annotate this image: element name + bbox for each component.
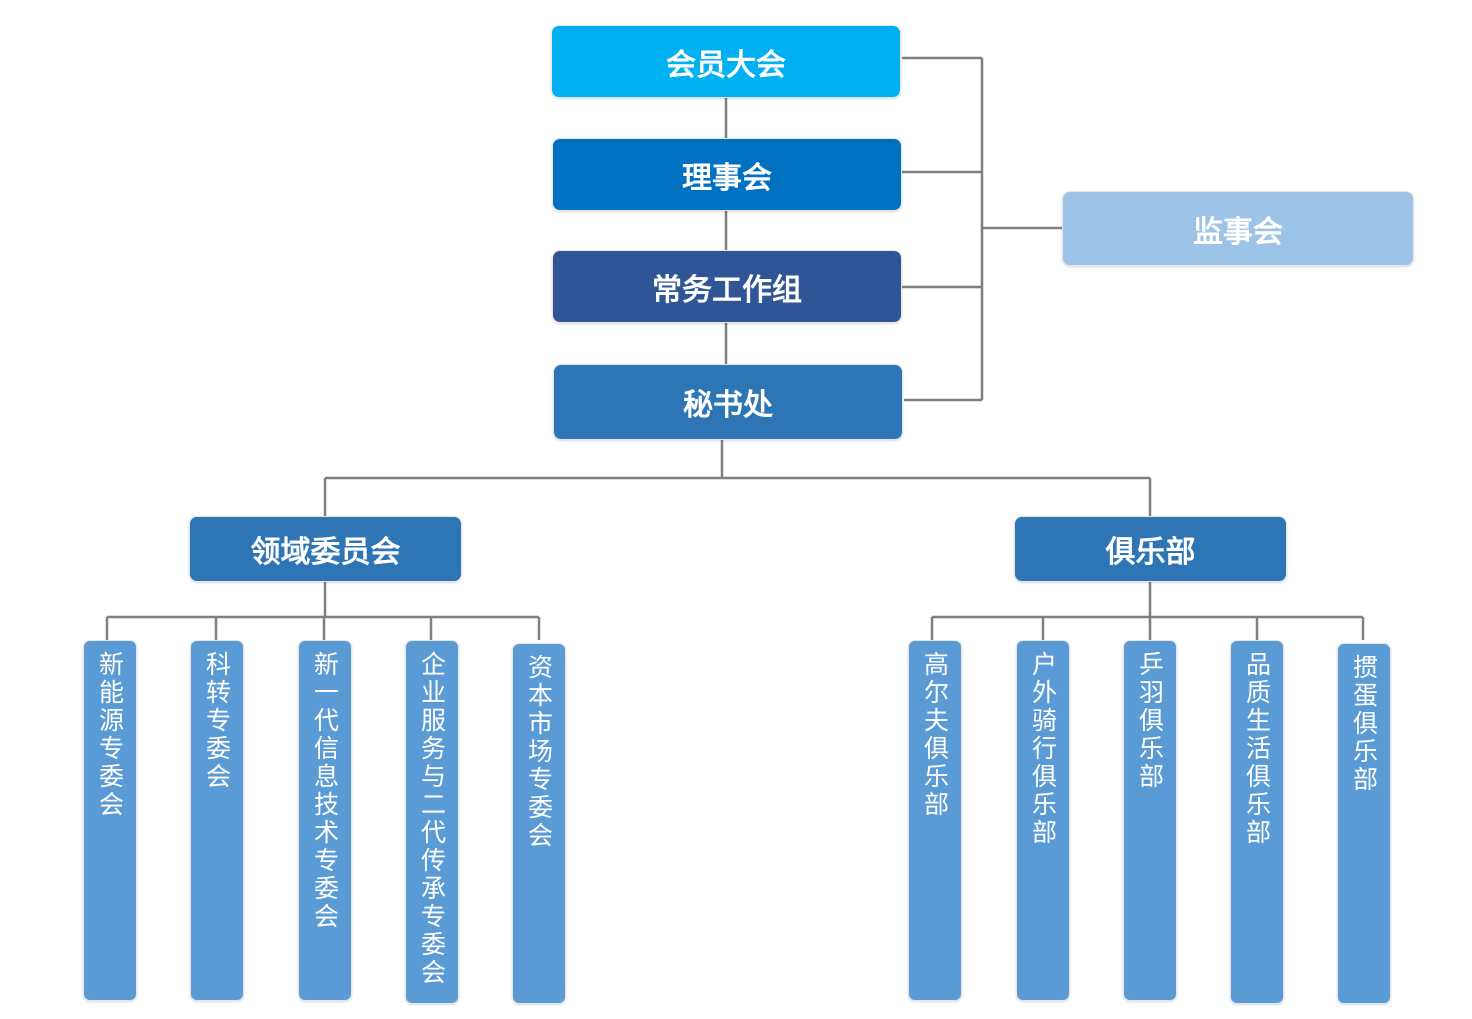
committee-label: 新能源专委会: [95, 651, 125, 819]
club-guandan: 掼蛋俱乐部: [1337, 643, 1391, 1004]
secretariat-box: 秘书处: [553, 364, 903, 440]
clubs-box: 俱乐部: [1014, 516, 1287, 582]
executive-group-box: 常务工作组: [552, 250, 902, 323]
clubs-label: 俱乐部: [1105, 535, 1196, 570]
executive-group-label: 常务工作组: [652, 272, 802, 308]
committees-box: 领域委员会: [189, 516, 462, 582]
committee-label: 企业服务与二代传承专委会: [417, 651, 447, 987]
council-box: 理事会: [552, 138, 902, 211]
club-golf: 高尔夫俱乐部: [908, 640, 962, 1001]
secretariat-label: 秘书处: [683, 388, 773, 423]
committee-capital-market: 资本市场专委会: [512, 643, 566, 1004]
club-label: 乒羽俱乐部: [1135, 651, 1165, 791]
committee-enterprise-services: 企业服务与二代传承专委会: [405, 640, 459, 1004]
general-assembly-box: 会员大会: [551, 25, 901, 98]
club-quality-life: 品质生活俱乐部: [1230, 640, 1284, 1004]
council-label: 理事会: [682, 160, 772, 196]
committee-new-energy: 新能源专委会: [83, 640, 137, 1001]
committee-label: 科转专委会: [202, 651, 232, 791]
supervisory-board-box: 监事会: [1062, 191, 1414, 266]
club-label: 掼蛋俱乐部: [1349, 654, 1379, 794]
club-label: 品质生活俱乐部: [1242, 651, 1272, 847]
committee-label: 资本市场专委会: [524, 654, 554, 850]
club-label: 户外骑行俱乐部: [1028, 651, 1058, 847]
club-cycling: 户外骑行俱乐部: [1016, 640, 1070, 1001]
club-label: 高尔夫俱乐部: [920, 651, 950, 819]
committees-label: 领域委员会: [250, 535, 401, 570]
committee-it: 新一代信息技术专委会: [298, 640, 352, 1001]
club-table-tennis-badminton: 乒羽俱乐部: [1123, 640, 1177, 1001]
committee-label: 新一代信息技术专委会: [310, 651, 340, 931]
general-assembly-label: 会员大会: [666, 47, 786, 83]
supervisory-board-label: 监事会: [1193, 214, 1283, 250]
committee-tech-transfer: 科转专委会: [190, 640, 244, 1001]
